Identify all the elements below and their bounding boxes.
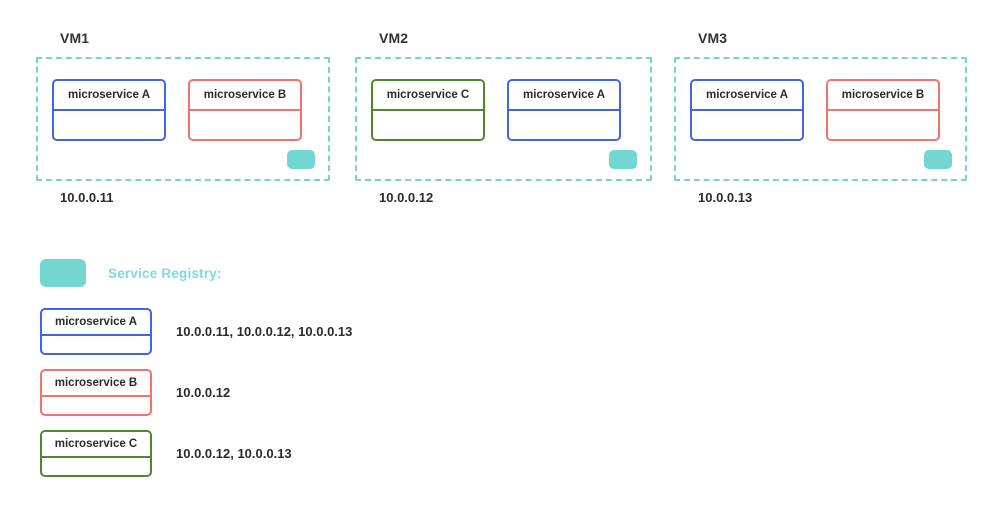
- service-label: microservice B: [828, 81, 938, 111]
- service-label: microservice C: [42, 432, 150, 458]
- service-registry-agent-icon: [287, 150, 315, 169]
- service-registry-legend: Service Registry:: [40, 259, 222, 287]
- service-body: [828, 111, 938, 139]
- service-body: [54, 111, 164, 139]
- service-registry-agent-icon: [924, 150, 952, 169]
- service-registry-agent-icon: [609, 150, 637, 169]
- service-body: [692, 111, 802, 139]
- service-body: [509, 111, 619, 139]
- service-label: microservice A: [42, 310, 150, 336]
- vm-title: VM1: [60, 30, 90, 46]
- vm-ip-address: 10.0.0.11: [60, 190, 114, 205]
- service-box[interactable]: microservice A: [507, 79, 621, 141]
- service-registry-title: Service Registry:: [108, 265, 222, 281]
- service-label: microservice A: [692, 81, 802, 111]
- vm-boundary: microservice A microservice B: [36, 57, 330, 181]
- vm-boundary: microservice C microservice A: [355, 57, 652, 181]
- registry-row: microservice C 10.0.0.12, 10.0.0.13: [40, 430, 352, 477]
- service-box[interactable]: microservice C: [40, 430, 152, 477]
- service-registry-swatch-icon: [40, 259, 86, 287]
- service-label: microservice B: [190, 81, 300, 111]
- vm-ip-address: 10.0.0.13: [698, 190, 753, 205]
- service-box[interactable]: microservice B: [188, 79, 302, 141]
- vm-title: VM2: [379, 30, 409, 46]
- registry-row: microservice A 10.0.0.11, 10.0.0.12, 10.…: [40, 308, 352, 355]
- service-registry-table: microservice A 10.0.0.11, 10.0.0.12, 10.…: [40, 308, 352, 491]
- service-label: microservice A: [509, 81, 619, 111]
- service-box[interactable]: microservice A: [690, 79, 804, 141]
- service-label: microservice A: [54, 81, 164, 111]
- registry-row: microservice B 10.0.0.12: [40, 369, 352, 416]
- vm-column-3: VM3 microservice A microservice B 10.0.0…: [674, 30, 967, 205]
- vm-title: VM3: [698, 30, 728, 46]
- registry-ip-list: 10.0.0.12, 10.0.0.13: [176, 446, 292, 461]
- service-box[interactable]: microservice C: [371, 79, 485, 141]
- vm-ip-address: 10.0.0.12: [379, 190, 434, 205]
- service-body: [190, 111, 300, 139]
- service-label: microservice C: [373, 81, 483, 111]
- service-body: [42, 458, 150, 475]
- vm-column-2: VM2 microservice C microservice A 10.0.0…: [355, 30, 652, 205]
- service-body: [42, 336, 150, 353]
- service-body: [42, 397, 150, 414]
- service-box[interactable]: microservice A: [40, 308, 152, 355]
- service-box[interactable]: microservice B: [826, 79, 940, 141]
- vm-boundary: microservice A microservice B: [674, 57, 967, 181]
- service-box[interactable]: microservice A: [52, 79, 166, 141]
- service-body: [373, 111, 483, 139]
- service-box[interactable]: microservice B: [40, 369, 152, 416]
- service-label: microservice B: [42, 371, 150, 397]
- vm-column-1: VM1 microservice A microservice B 10.0.0…: [36, 30, 330, 205]
- registry-ip-list: 10.0.0.11, 10.0.0.12, 10.0.0.13: [176, 324, 353, 339]
- registry-ip-list: 10.0.0.12: [176, 385, 231, 400]
